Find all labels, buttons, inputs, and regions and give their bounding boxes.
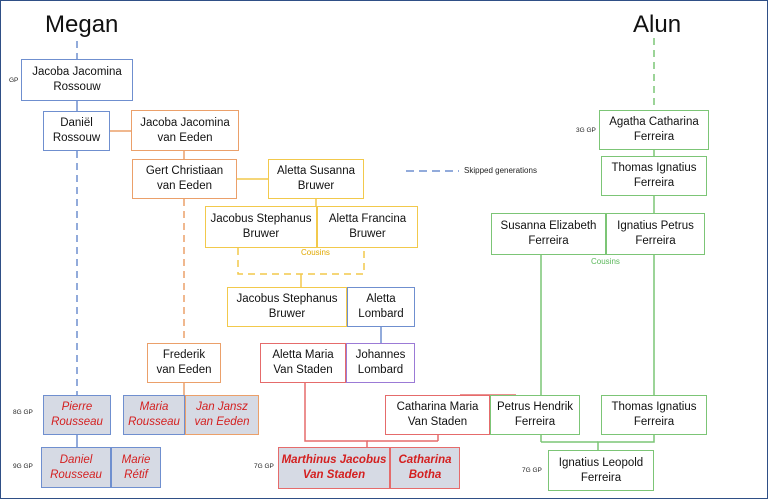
person-ignatius-p-ferreira: Ignatius Petrus Ferreira — [606, 213, 705, 255]
person-marie-retif: Marie Rétif — [111, 447, 161, 488]
person-thomas-ferreira-1: Thomas Ignatius Ferreira — [601, 156, 707, 196]
person-catharina-botha: Catharina Botha — [390, 447, 460, 489]
tag-7g-gp-right: 7G GP — [522, 467, 542, 474]
person-agatha-ferreira: Agatha Catharina Ferreira — [599, 110, 709, 150]
person-thomas-ferreira-2: Thomas Ignatius Ferreira — [601, 395, 707, 435]
person-jan-vaneeden: Jan Jansz van Eeden — [185, 395, 259, 435]
green-link-to-leopold — [597, 435, 655, 450]
person-daniel-rossouw: Daniël Rossouw — [43, 111, 110, 151]
title-alun: Alun — [633, 11, 682, 38]
person-ignatius-l-ferreira: Ignatius Leopold Ferreira — [548, 450, 654, 491]
person-maria-rousseau: Maria Rousseau — [123, 395, 185, 435]
person-catharina-m-vanstaden: Catharina Maria Van Staden — [385, 395, 490, 435]
person-aletta-m-vanstaden: Aletta Maria Van Staden — [260, 343, 346, 383]
tag-8g-gp: 8G GP — [13, 409, 33, 416]
person-jacobus-s-bruwer-1: Jacobus Stephanus Bruwer — [205, 206, 317, 248]
person-frederik-vaneeden: Frederik van Eeden — [147, 343, 221, 383]
person-johannes-lombard: Johannes Lombard — [346, 343, 415, 383]
person-daniel-rousseau: Daniel Rousseau — [41, 447, 111, 488]
person-marthinus-vanstaden: Marthinus Jacobus Van Staden — [278, 447, 390, 489]
person-aletta-lombard: Aletta Lombard — [347, 287, 415, 327]
tag-3g-gp: 3G GP — [576, 127, 596, 134]
person-jacobus-s-bruwer-2: Jacobus Stephanus Bruwer — [227, 287, 347, 327]
person-aletta-f-bruwer: Aletta Francina Bruwer — [317, 206, 418, 248]
person-gert-vaneeden: Gert Christiaan van Eeden — [132, 159, 237, 199]
cousins-label-right: Cousins — [591, 257, 620, 266]
tag-gp: GP — [9, 77, 19, 84]
red-link-aletta-marthinus — [304, 383, 368, 447]
person-jacoba-rossouw: Jacoba Jacomina Rossouw — [21, 59, 133, 101]
cousins-label-left: Cousins — [301, 248, 330, 257]
person-susanna-ferreira: Susanna Elizabeth Ferreira — [491, 213, 606, 255]
person-petrus-ferreira: Petrus Hendrik Ferreira — [490, 395, 580, 435]
legend-skipped-label: Skipped generations — [464, 166, 537, 175]
person-pierre-rousseau: Pierre Rousseau — [43, 395, 111, 435]
person-jacoba-vaneeden: Jacoba Jacomina van Eeden — [131, 110, 239, 151]
tag-9g-gp: 9G GP — [13, 463, 33, 470]
person-aletta-s-bruwer: Aletta Susanna Bruwer — [268, 159, 364, 199]
title-megan: Megan — [45, 11, 119, 38]
tag-7g-gp-left: 7G GP — [254, 463, 274, 470]
